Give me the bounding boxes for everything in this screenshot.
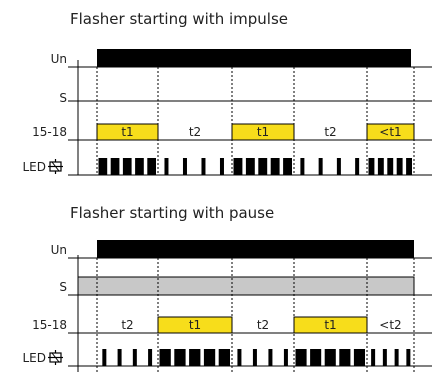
led-pulse (270, 158, 280, 175)
segment-label: t2 (324, 125, 336, 139)
led-pulse (174, 349, 186, 366)
led-pulse (117, 349, 122, 366)
led-pulse (396, 158, 403, 175)
led-pulse (135, 158, 144, 175)
led-pulses (164, 158, 224, 175)
s-signal-bar (77, 276, 415, 296)
led-pulse (371, 349, 376, 366)
led-pulse (394, 349, 399, 366)
segment-label: t2 (257, 318, 269, 332)
led-pulse (295, 349, 307, 366)
led-pulse (159, 349, 171, 366)
segment-label: t1 (189, 318, 201, 332)
led-pulse (324, 349, 336, 366)
led-pulse (377, 158, 384, 175)
led-pulses (371, 349, 411, 366)
row-label-relay: 15-18 (32, 318, 67, 332)
led-pulse (406, 349, 411, 366)
relay-coil-icon (48, 350, 63, 365)
led-pulse (218, 349, 230, 366)
diagram-title: Flasher starting with pause (70, 204, 274, 222)
led-pulse (268, 349, 273, 366)
led-pulses (295, 349, 365, 366)
diagram-title: Flasher starting with impulse (70, 10, 288, 28)
row-label-un: Un (51, 243, 67, 257)
segment-label: t1 (324, 318, 336, 332)
row-label-relay: 15-18 (32, 125, 67, 139)
relay-on-block (293, 316, 368, 334)
led-pulses (237, 349, 288, 366)
led-pulses (300, 158, 360, 175)
led-pulse (102, 349, 107, 366)
led-pulse (368, 158, 375, 175)
led-pulse (283, 158, 292, 175)
row-label-s: S (59, 280, 67, 294)
led-pulses (368, 158, 412, 175)
relay-coil-icon (48, 159, 63, 174)
led-pulses (159, 349, 230, 366)
un-signal-bar (97, 49, 411, 67)
led-pulse (300, 158, 305, 175)
led-pulse (147, 158, 156, 175)
led-pulse (406, 158, 412, 175)
led-pulse (98, 158, 108, 175)
led-pulse (310, 349, 322, 366)
led-pulse (339, 349, 351, 366)
led-pulses (102, 349, 153, 366)
led-pulse (148, 349, 153, 366)
led-pulse (182, 158, 187, 175)
segment-label: <t2 (379, 318, 401, 332)
relay-on-block (157, 316, 233, 334)
led-pulse (122, 158, 132, 175)
led-pulse (132, 349, 137, 366)
led-pulse (164, 158, 169, 175)
relay-on-block (366, 123, 415, 141)
segment-label: t1 (257, 125, 269, 139)
led-pulse (201, 158, 206, 175)
led-pulse (252, 349, 257, 366)
led-pulses (233, 158, 292, 175)
led-pulse (203, 349, 216, 366)
segment-label: <t1 (379, 125, 401, 139)
led-pulse (353, 349, 365, 366)
led-pulse (283, 349, 288, 366)
led-pulse (189, 349, 201, 366)
row-label-s: S (59, 91, 67, 105)
led-pulse (336, 158, 341, 175)
segment-label: t1 (121, 125, 133, 139)
segment-label: t2 (121, 318, 133, 332)
led-pulses (98, 158, 156, 175)
led-pulse (245, 158, 255, 175)
led-pulse (387, 158, 394, 175)
led-pulse (318, 158, 323, 175)
led-pulse (355, 158, 360, 175)
led-pulse (258, 158, 268, 175)
relay-on-block (231, 123, 295, 141)
led-pulse (382, 349, 387, 366)
un-signal-bar (97, 240, 414, 258)
row-label-led: LED (22, 351, 46, 365)
row-label-led: LED (22, 160, 46, 174)
led-pulse (219, 158, 224, 175)
segment-label: t2 (189, 125, 201, 139)
led-pulse (237, 349, 242, 366)
row-label-un: Un (51, 52, 67, 66)
led-pulse (110, 158, 120, 175)
relay-on-block (96, 123, 159, 141)
led-pulse (233, 158, 243, 175)
